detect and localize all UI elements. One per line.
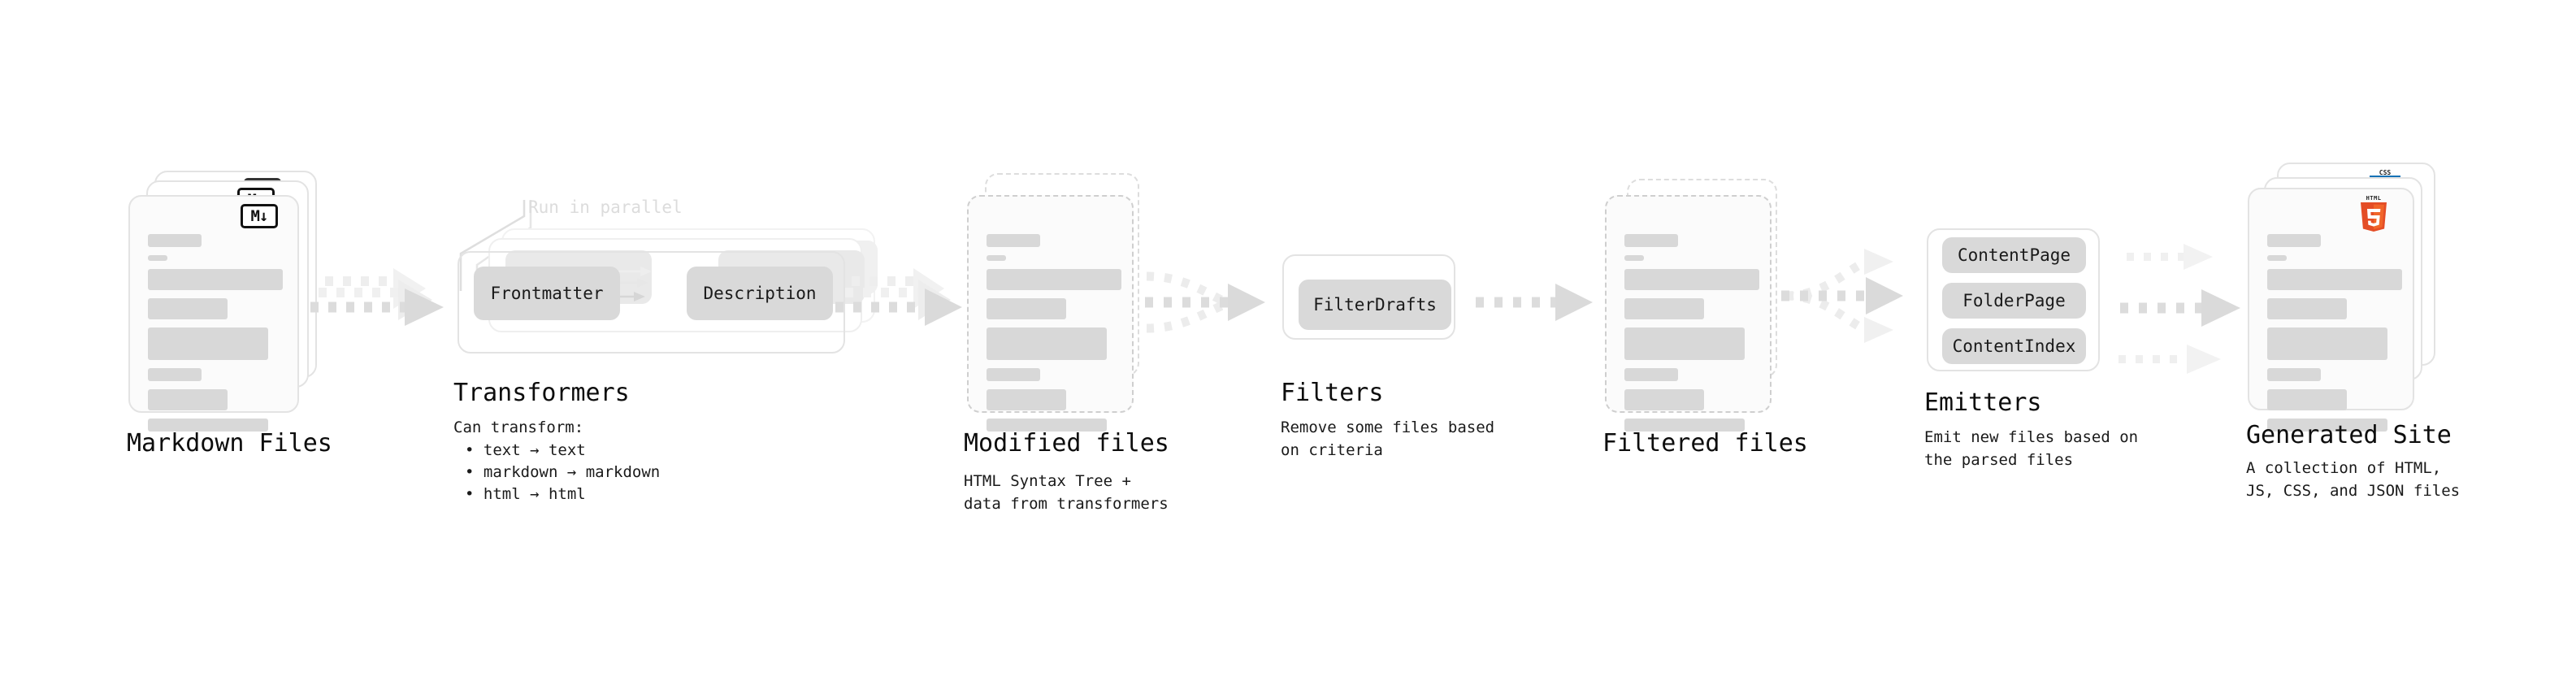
- modified-file-card-front[interactable]: [967, 195, 1134, 432]
- skeleton-bar: [148, 234, 202, 247]
- skeleton-bar: [2267, 327, 2387, 360]
- stage-heading-emitters: Emitters: [1924, 388, 2042, 417]
- skeleton-bar: [1624, 327, 1745, 360]
- skeleton-bar: [987, 368, 1040, 381]
- skeleton-bar: [1624, 255, 1644, 261]
- emitters-subtitle: Emit new files based on the parsed files: [1924, 428, 2139, 469]
- run-in-parallel-label: Run in parallel: [528, 197, 683, 217]
- emitter-node-contentpage[interactable]: ContentPage: [1942, 237, 2086, 273]
- emitter-node-contentindex[interactable]: ContentIndex: [1942, 328, 2086, 364]
- skeleton-bar: [148, 327, 268, 360]
- skeleton-bar: [2267, 298, 2347, 319]
- markdown-file-card-front[interactable]: [128, 195, 299, 432]
- svg-text:HTML: HTML: [2366, 195, 2382, 202]
- arrow-modified-to-filters: [1142, 260, 1288, 349]
- skeleton-bar: [2267, 419, 2387, 432]
- transformers-container[interactable]: [458, 251, 845, 354]
- stage-heading-modified-files: Modified files: [964, 429, 1169, 458]
- transformers-subtitle: Can transform:: [453, 419, 584, 436]
- skeleton-bar: [148, 255, 167, 261]
- stage-heading-markdown-files: Markdown Files: [127, 429, 332, 458]
- skeleton-bar: [987, 255, 1006, 261]
- filtered-file-card-front[interactable]: [1605, 195, 1772, 432]
- skeleton-bar: [2267, 389, 2347, 410]
- arrow-transformers-to-modified: [830, 268, 985, 349]
- stage-heading-filtered-files: Filtered files: [1602, 429, 1808, 458]
- skeleton-bar: [1624, 368, 1678, 381]
- transformers-bullet-1: • markdown → markdown: [465, 463, 661, 481]
- skeleton-bar: [2267, 255, 2287, 261]
- emitter-node-folderpage[interactable]: FolderPage: [1942, 283, 2086, 319]
- skeleton-bar: [987, 234, 1040, 247]
- skeleton-bar: [1624, 269, 1759, 290]
- skeleton-bar: [148, 389, 228, 410]
- skeleton-bar: [987, 298, 1066, 319]
- arrow-filtered-to-emitters: [1780, 234, 1934, 356]
- arrow-filters-to-filtered: [1472, 284, 1611, 335]
- filter-node-filterdrafts[interactable]: FilterDrafts: [1299, 280, 1451, 330]
- markdown-icon: M↓: [241, 204, 278, 228]
- stage-heading-generated-site: Generated Site: [2246, 421, 2452, 449]
- skeleton-bar: [2267, 368, 2321, 381]
- skeleton-bar: [1624, 419, 1745, 432]
- skeleton-bar: [987, 269, 1121, 290]
- transformers-bullet-0: • text → text: [465, 441, 586, 459]
- arrow-emitters-to-site: [2117, 230, 2279, 376]
- modified-skeleton-bars: [987, 234, 1121, 440]
- skeleton-bar: [1624, 389, 1704, 410]
- stage-heading-transformers: Transformers: [453, 379, 630, 407]
- filtered-skeleton-bars: [1624, 234, 1759, 440]
- skeleton-bar: [2267, 269, 2402, 290]
- skeleton-bar: [148, 368, 202, 381]
- skeleton-bar: [148, 269, 283, 290]
- stage-heading-filters: Filters: [1281, 379, 1384, 407]
- skeleton-bar: [148, 298, 228, 319]
- skeleton-bar: [987, 419, 1107, 432]
- html5-icon: HTML: [2357, 193, 2390, 232]
- transformer-node-description[interactable]: Description: [687, 267, 833, 320]
- filters-subtitle: Remove some files based on criteria: [1281, 419, 1495, 459]
- skeleton-bar: [148, 419, 268, 432]
- generated-site-subtitle: A collection of HTML, JS, CSS, and JSON …: [2246, 459, 2461, 500]
- modified-files-subtitle: HTML Syntax Tree + data from transformer…: [964, 472, 1169, 513]
- skeleton-bar: [987, 327, 1107, 360]
- skeleton-bar: [1624, 298, 1704, 319]
- skeleton-bar: [2267, 234, 2321, 247]
- generated-skeleton-bars: [2267, 234, 2402, 440]
- markdown-skeleton-bars: [148, 234, 283, 440]
- arrow-markdown-to-transformers: [309, 268, 471, 349]
- generated-file-card-front[interactable]: [2248, 188, 2414, 432]
- transformer-node-frontmatter[interactable]: Frontmatter: [474, 267, 620, 320]
- transformers-bullet-2: • html → html: [465, 485, 586, 503]
- skeleton-bar: [1624, 234, 1678, 247]
- svg-text:CSS: CSS: [2379, 169, 2392, 176]
- skeleton-bar: [987, 389, 1066, 410]
